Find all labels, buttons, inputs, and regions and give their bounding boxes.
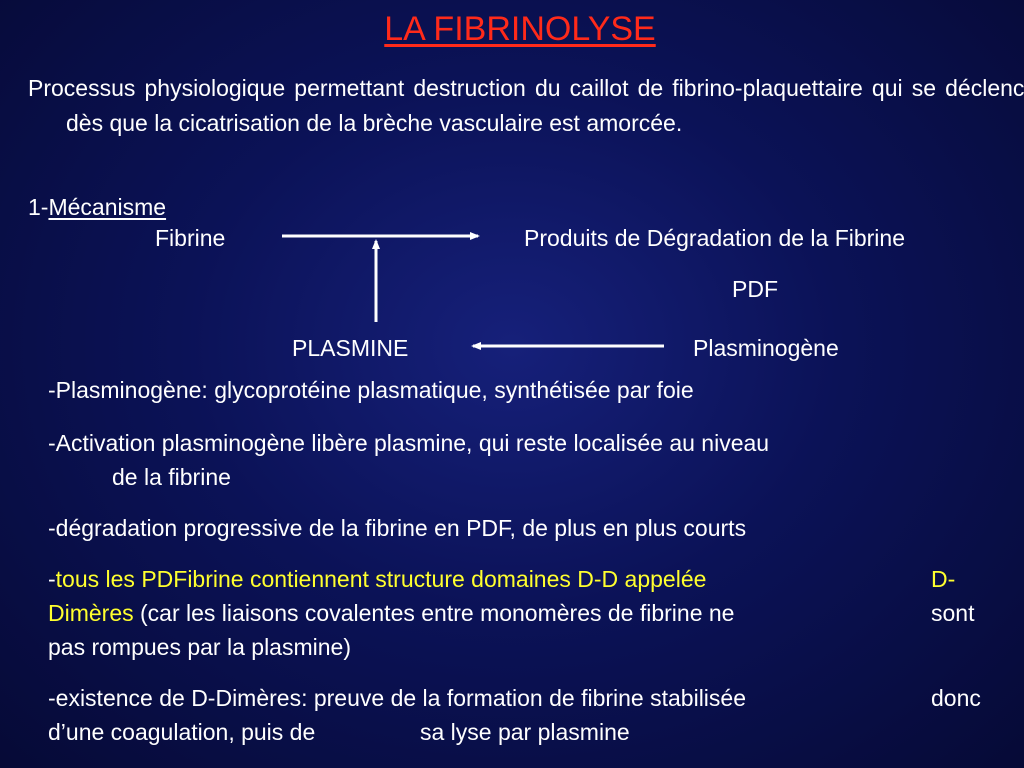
page-title: LA FIBRINOLYSE: [384, 10, 656, 48]
bullet-existence-line2a: d’une coagulation, puis de: [48, 719, 316, 745]
section-heading: 1-Mécanisme: [28, 192, 166, 222]
ddimeres-sont: sont: [931, 600, 975, 626]
bullet-degradation: -dégradation progressive de la fibrine e…: [48, 515, 747, 541]
bullet-activation-line1: -Activation plasminogène libère plasmine…: [48, 430, 770, 456]
section-label: Mécanisme: [48, 194, 167, 220]
diagram-produits-degradation: Produits de Dégradation de la Fibrine: [524, 225, 906, 251]
bullet-existence-line2b: sa lyse par plasmine: [420, 719, 630, 745]
bullet-ddimeres-line3: pas rompues par la plasmine): [48, 634, 351, 660]
section-number: 1-: [28, 194, 49, 220]
diagram-plasmine: PLASMINE: [292, 335, 409, 361]
highlight-ddimeres-text: tous les PDFibrine contiennent structure…: [55, 566, 707, 592]
bullet-ddimeres-line1: -tous les PDFibrine contiennent structur…: [48, 562, 706, 596]
highlight-dimeres: Dimères: [48, 600, 134, 626]
existence-donc: donc: [931, 685, 981, 711]
bullet-activation-line2: de la fibrine: [112, 464, 231, 490]
diagram-fibrine: Fibrine: [155, 225, 226, 251]
ddimeres-explanation: (car les liaisons covalentes entre monom…: [133, 600, 735, 626]
bullet-ddimeres-line2: Dimères (car les liaisons covalentes ent…: [48, 596, 734, 630]
bullet-dash: -: [48, 566, 56, 592]
intro-paragraph: Processus physiologique permettant destr…: [28, 75, 1024, 136]
bullet-plasminogene: -Plasminogène: glycoprotéine plasmatique…: [48, 377, 694, 403]
highlight-d-fragment: D-: [931, 566, 956, 592]
diagram-pdf: PDF: [732, 276, 778, 302]
diagram-plasminogene: Plasminogène: [693, 335, 839, 361]
bullet-existence-line1: -existence de D-Dimères: preuve de la fo…: [48, 685, 746, 711]
